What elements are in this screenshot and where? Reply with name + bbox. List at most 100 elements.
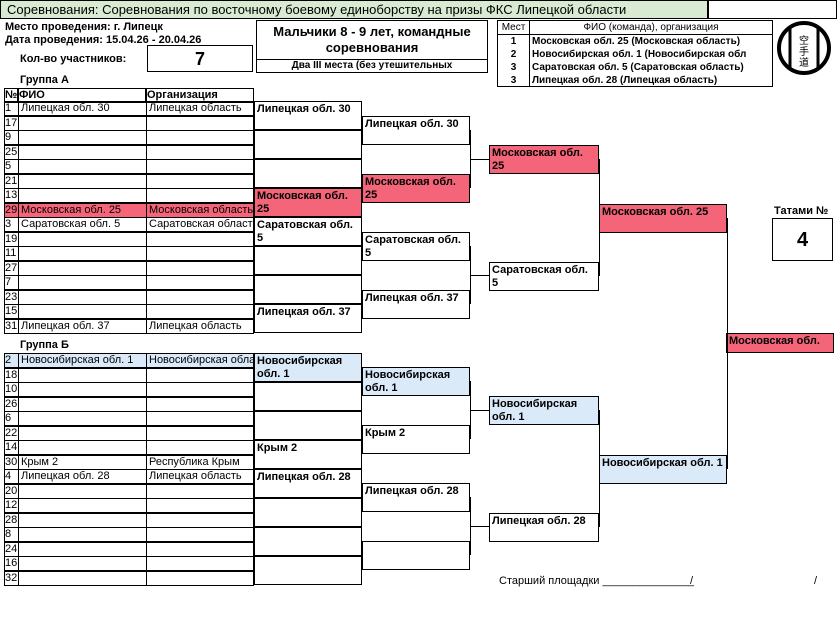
bracket-r2-box	[362, 541, 470, 570]
participant-org	[146, 144, 254, 160]
participant-fio	[18, 144, 146, 160]
bracket-r2-box: Новосибирская обл. 1	[362, 367, 470, 396]
svg-text:手: 手	[799, 45, 809, 58]
participant-fio	[18, 570, 146, 586]
participant-fio	[18, 173, 146, 189]
bracket-r1-box	[254, 159, 362, 188]
participant-number: 9	[4, 130, 18, 145]
bracket-r1-box: Саратовская обл. 5	[254, 217, 362, 246]
participant-org	[146, 260, 254, 276]
bracket-r1-box	[254, 275, 362, 304]
bracket-r2-box: Московская обл. 25	[362, 174, 470, 203]
participant-fio	[18, 130, 146, 145]
participant-fio	[18, 512, 146, 528]
bracket-r2-box: Липецкая обл. 30	[362, 116, 470, 145]
participant-fio	[18, 498, 146, 513]
participant-number: 2	[4, 353, 18, 368]
participant-number: 4	[4, 469, 18, 484]
participant-fio	[18, 304, 146, 319]
participant-number: 28	[4, 512, 18, 528]
participant-fio	[18, 367, 146, 383]
bracket-r1-box	[254, 130, 362, 159]
participant-number: 32	[4, 570, 18, 586]
bracket-connector	[599, 410, 600, 527]
place-name: Саратовская обл. 5 (Саратовская область)	[532, 62, 744, 73]
participant-number: 27	[4, 260, 18, 276]
bracket-connector	[727, 218, 728, 469]
participant-number: 29	[4, 202, 18, 218]
participant-fio	[18, 483, 146, 499]
participant-number: 20	[4, 483, 18, 499]
participant-org	[146, 570, 254, 586]
bracket-r1-box: Липецкая обл. 37	[254, 304, 362, 333]
participant-number: 5	[4, 159, 18, 174]
participant-fio: Липецкая обл. 30	[18, 101, 146, 116]
bracket-r3-box: Новосибирская обл. 1	[489, 396, 599, 425]
participant-org: Московская область	[146, 202, 254, 218]
bracket-r2-box: Саратовская обл. 5	[362, 232, 470, 261]
participant-fio	[18, 275, 146, 290]
participant-fio	[18, 440, 146, 455]
participant-org	[146, 425, 254, 441]
participant-fio	[18, 246, 146, 261]
bracket-r3-box: Московская обл. 25	[489, 145, 599, 174]
participant-org	[146, 159, 254, 174]
participant-number: 17	[4, 115, 18, 131]
participant-org	[146, 440, 254, 455]
bracket-r4-box: Новосибирская обл. 1	[599, 455, 727, 484]
participant-number: 22	[4, 425, 18, 441]
participant-fio	[18, 556, 146, 571]
participant-org	[146, 367, 254, 383]
participant-org	[146, 396, 254, 412]
participants-count: 7	[147, 45, 253, 72]
participant-number: 15	[4, 304, 18, 319]
participant-fio: Крым 2	[18, 454, 146, 470]
places-col-place: Мест	[498, 21, 530, 35]
participant-org	[146, 527, 254, 542]
bracket-r2-box: Липецкая обл. 37	[362, 290, 470, 319]
bracket-r1-box: Липецкая обл. 28	[254, 469, 362, 498]
participant-org	[146, 289, 254, 305]
bracket-final-box: Московская обл.	[726, 333, 834, 353]
karate-logo: 空 手 道	[776, 20, 833, 76]
place-name: Новосибирская обл. 1 (Новосибирская обл	[532, 49, 747, 60]
tatami-number: 4	[772, 218, 833, 261]
participant-number: 23	[4, 289, 18, 305]
participant-fio	[18, 541, 146, 557]
bracket-r3-box: Липецкая обл. 28	[489, 513, 599, 542]
participants-label: Кол-во участников:	[20, 53, 127, 65]
participant-org	[146, 556, 254, 571]
place-number: 3	[498, 61, 530, 74]
participant-fio	[18, 396, 146, 412]
col-num: №	[4, 88, 18, 103]
participant-fio	[18, 115, 146, 131]
participant-number: 11	[4, 246, 18, 261]
participant-number: 18	[4, 367, 18, 383]
place-name: Липецкая обл. 28 (Липецкая область)	[532, 75, 718, 86]
participant-fio	[18, 411, 146, 426]
participant-number: 6	[4, 411, 18, 426]
bracket-r4-box: Московская обл. 25	[599, 204, 727, 233]
bracket-connector	[599, 159, 600, 276]
participant-org: Липецкая область	[146, 101, 254, 116]
participant-fio: Московская обл. 25	[18, 202, 146, 218]
participant-org	[146, 498, 254, 513]
participant-number: 13	[4, 188, 18, 203]
bracket-connector	[470, 159, 489, 160]
participant-fio	[18, 289, 146, 305]
signature-slash-2: /	[814, 575, 818, 587]
participant-fio	[18, 231, 146, 247]
participant-org	[146, 130, 254, 145]
bracket-connector	[470, 526, 489, 527]
competition-title: Соревнования: Соревнования по восточному…	[0, 0, 708, 19]
participant-number: 25	[4, 144, 18, 160]
bracket-r1-box	[254, 246, 362, 275]
place-name: Московская обл. 25 (Московская область)	[532, 36, 741, 47]
participant-number: 14	[4, 440, 18, 455]
participant-number: 21	[4, 173, 18, 189]
participant-org	[146, 512, 254, 528]
participant-number: 7	[4, 275, 18, 290]
participant-number: 16	[4, 556, 18, 571]
tatami-label: Татами №	[774, 205, 829, 217]
group-a-title: Группа А	[20, 74, 69, 86]
